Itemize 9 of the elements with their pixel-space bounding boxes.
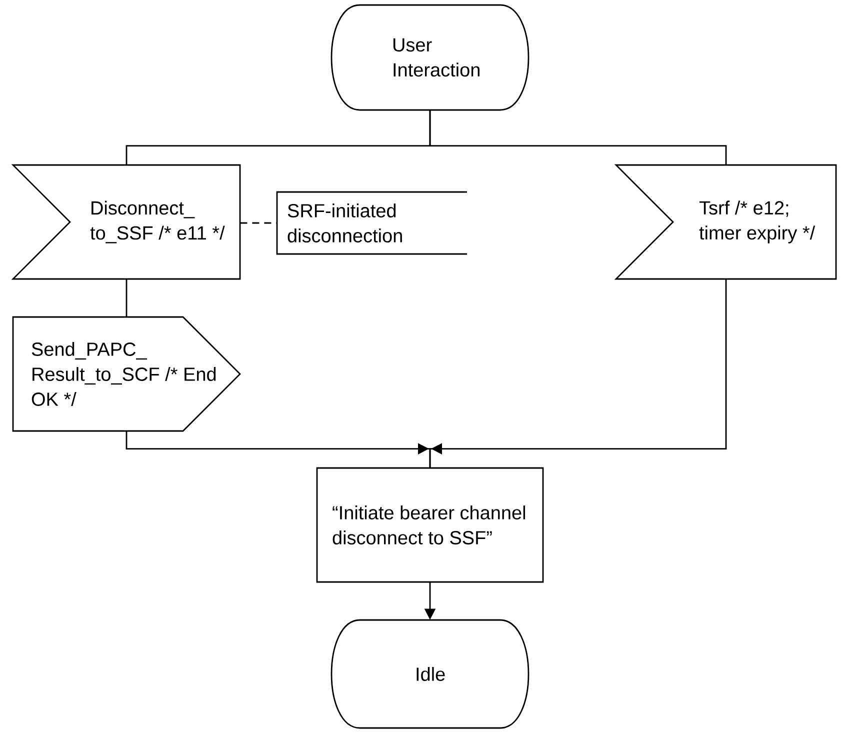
input-signal: Tsrf /* e12; timer expiry */ [614,164,837,280]
output-signal: Send_PAPC_ Result_to_SCF /* End OK */ [12,316,241,432]
comment-bracket: SRF-initiated disconnection [276,191,467,255]
task-box: “Initiate bearer channel disconnect to SSF” [316,467,544,583]
input-signal: Disconnect_ to_SSF /* e11 */ [11,164,241,280]
connector [429,110,727,165]
connector [240,222,277,224]
connector [429,279,727,468]
connector [126,279,128,317]
